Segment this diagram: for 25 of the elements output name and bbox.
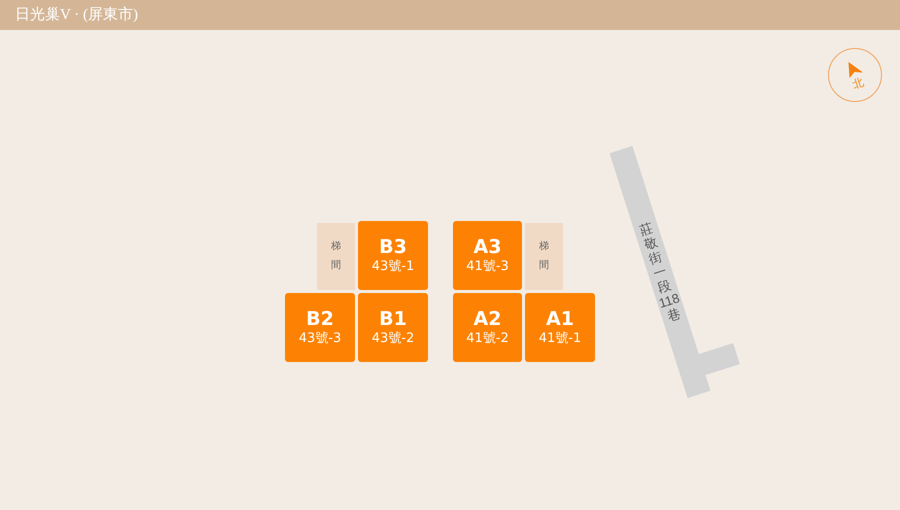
unit-box bbox=[358, 221, 428, 290]
house-number: 41號-2 bbox=[466, 330, 509, 347]
unit-box bbox=[453, 221, 522, 290]
house-number: 41號-1 bbox=[538, 330, 582, 347]
unit-code: A3 bbox=[474, 236, 502, 258]
unit-box bbox=[525, 293, 595, 362]
road-name: 莊敬街一段118巷 bbox=[636, 219, 684, 326]
unit-code: B1 bbox=[379, 308, 407, 330]
house-number: 43號-3 bbox=[298, 330, 342, 347]
road bbox=[609, 145, 740, 399]
compass-label: 北 bbox=[851, 76, 866, 92]
stairwell-box: 梯間 bbox=[317, 223, 355, 290]
house-number: 43號-1 bbox=[372, 258, 414, 275]
unit-code: B2 bbox=[306, 308, 334, 330]
compass bbox=[828, 48, 882, 102]
unit-box bbox=[285, 293, 355, 362]
stairwell-box: 梯間 bbox=[525, 223, 563, 290]
house-number: 41號-3 bbox=[466, 258, 509, 275]
unit-code: B3 bbox=[379, 236, 407, 258]
unit-box bbox=[358, 293, 428, 362]
unit-box bbox=[453, 293, 522, 362]
unit-code: A2 bbox=[474, 308, 502, 330]
title: 日光巢V · (屏東市) bbox=[15, 6, 138, 24]
house-number: 43號-2 bbox=[372, 330, 414, 347]
unit-code: A1 bbox=[546, 308, 574, 330]
